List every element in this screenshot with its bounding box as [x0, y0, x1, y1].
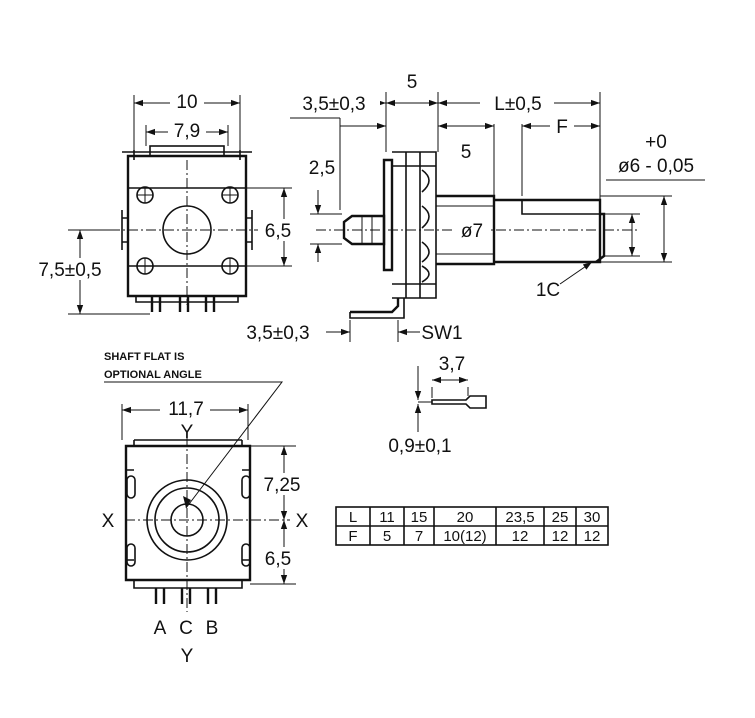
axis-y-bottom-label: Y [181, 646, 194, 667]
side-switch-label: SW1 [421, 323, 462, 344]
table-f-cell: 5 [383, 528, 391, 545]
table-l-cell: 15 [411, 509, 428, 526]
pin-c-label: C [179, 618, 193, 639]
side-view-body [342, 151, 606, 319]
pin-thickness-label: 0,9±0,1 [388, 436, 451, 457]
top-view-mounting-holes [136, 186, 239, 275]
top-width-inner-label: 7,9 [174, 121, 200, 142]
top-view: 10 7,9 6,5 7,5±0,5 [24, 90, 298, 315]
table-f-header: F [348, 528, 357, 545]
side-shaft-offset-label: 3,5±0,3 [302, 94, 365, 115]
table-l-cell: 20 [457, 509, 474, 526]
side-bush-diameter-label: ø7 [461, 221, 483, 242]
side-bush-length-label: 5 [461, 142, 472, 163]
side-chamfer-label: 1C [536, 280, 560, 301]
pin-length-label: 3,7 [439, 354, 465, 375]
table-l-header: L [349, 509, 357, 526]
side-shaft-diameter-label: ø6 - 0,05 [618, 156, 694, 177]
axis-y-top-label: Y [181, 422, 194, 443]
bottom-dim-lower-label: 6,5 [265, 549, 291, 570]
shaft-flat-note-line1: SHAFT FLAT IS [104, 351, 184, 363]
table-f-cell: 12 [552, 528, 569, 545]
side-tolerance-label: +0 [645, 132, 667, 153]
dimension-table: L 11 15 20 23,5 25 30 F 5 7 10(12) 12 12… [335, 506, 609, 546]
shaft-flat-note-line2: OPTIONAL ANGLE [104, 369, 202, 381]
side-switch-offset-label: 3,5±0,3 [246, 323, 309, 344]
side-flat-length-label: F [556, 117, 568, 138]
table-f-cell: 10(12) [443, 528, 486, 545]
top-height-right-label: 6,5 [265, 221, 291, 242]
table-l-cell: 30 [584, 509, 601, 526]
bottom-width-label: 11,7 [168, 399, 204, 420]
side-shaft-length-label: L±0,5 [494, 94, 541, 115]
axis-x-left-label: X [102, 511, 115, 532]
top-width-outer-label: 10 [176, 92, 197, 113]
table-l-cell: 11 [379, 509, 395, 526]
pin-a-label: A [154, 618, 167, 639]
table-l-cell: 23,5 [505, 509, 534, 526]
table-l-cell: 25 [552, 509, 569, 526]
side-view: 3,5±0,3 5 L±0,5 5 F +0 ø6 - 0,05 2,5 ø7 … [232, 72, 705, 344]
top-height-left-label: 7,5±0,5 [38, 260, 101, 281]
side-pin-height-label: 2,5 [309, 158, 335, 179]
axis-x-right-label: X [296, 511, 309, 532]
bottom-dim-upper-label: 7,25 [264, 475, 301, 496]
bottom-view-body [124, 439, 252, 604]
pin-b-label: B [206, 618, 219, 639]
table-f-cell: 12 [512, 528, 529, 545]
side-body-length-label: 5 [407, 72, 418, 93]
table-f-cell: 7 [415, 528, 423, 545]
bottom-view: SHAFT FLAT IS OPTIONAL ANGLE 11,7 7,25 [102, 351, 309, 667]
table-f-cell: 12 [584, 528, 601, 545]
pin-detail: 3,7 0,9±0,1 [388, 354, 487, 457]
